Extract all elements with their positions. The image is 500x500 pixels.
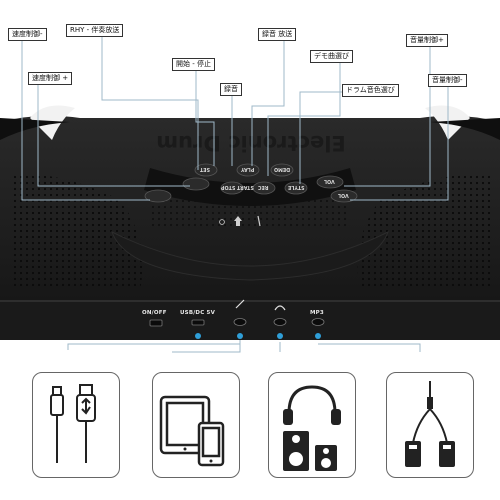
callout-rhythm: RHY - 伴奏放送 [66,24,124,37]
usb-port-dot [195,333,201,339]
aux-port-dot [237,333,243,339]
mp3-port[interactable] [311,318,325,326]
aux-splitter-cable-icon [405,381,455,467]
demo-button[interactable] [270,163,294,177]
drumstick-icon [257,215,261,227]
style-button[interactable] [284,181,308,195]
callout-record-play: 録音 放送 [258,28,297,41]
play-button[interactable] [236,163,260,177]
callout-start-stop: 開始 - 停止 [172,58,215,71]
callout-record: 録音 [220,83,242,96]
headphones-speakers-icon [283,385,341,471]
usb-cable-icon [50,384,96,463]
port-label-power: ON/OFF [142,310,167,316]
callout-volume-up: 音量制御+ [406,34,448,47]
tempo-down-button[interactable] [144,189,172,203]
card-tablet-phone [152,372,240,478]
card-usb-cable [32,372,120,478]
sun-icon [219,219,225,225]
port-label-usb: USB/DC 5V [180,310,216,316]
callout-drum-sound: ドラム音色選び [342,84,399,97]
start-stop-button[interactable] [220,181,244,195]
aux-cable-icon [235,299,245,309]
tablet-phone-icon [159,395,225,467]
usb-port[interactable] [191,319,205,326]
rec-button[interactable] [252,181,276,195]
set-button[interactable] [194,163,218,177]
card-aux-splitter [386,372,474,478]
tempo-up-button[interactable] [182,177,210,191]
port-label-mp3: MP3 [310,310,324,316]
power-switch[interactable] [149,319,163,327]
callout-tempo-down: 速度制御- [8,28,47,41]
headphone-icon [274,305,286,311]
callout-demo: デモ曲選び [310,50,353,63]
volume-up-button[interactable] [330,189,358,203]
mp3-port-dot [315,333,321,339]
person-icon [234,216,242,226]
headphone-port-dot [277,333,283,339]
callout-volume-down: 音量制御- [428,74,467,87]
callout-tempo-up: 速度制御 + [28,72,73,85]
aux-in-port[interactable] [233,318,247,326]
volume-down-button[interactable] [316,175,344,189]
headphone-port[interactable] [273,318,287,326]
card-headphones-speakers [268,372,356,478]
